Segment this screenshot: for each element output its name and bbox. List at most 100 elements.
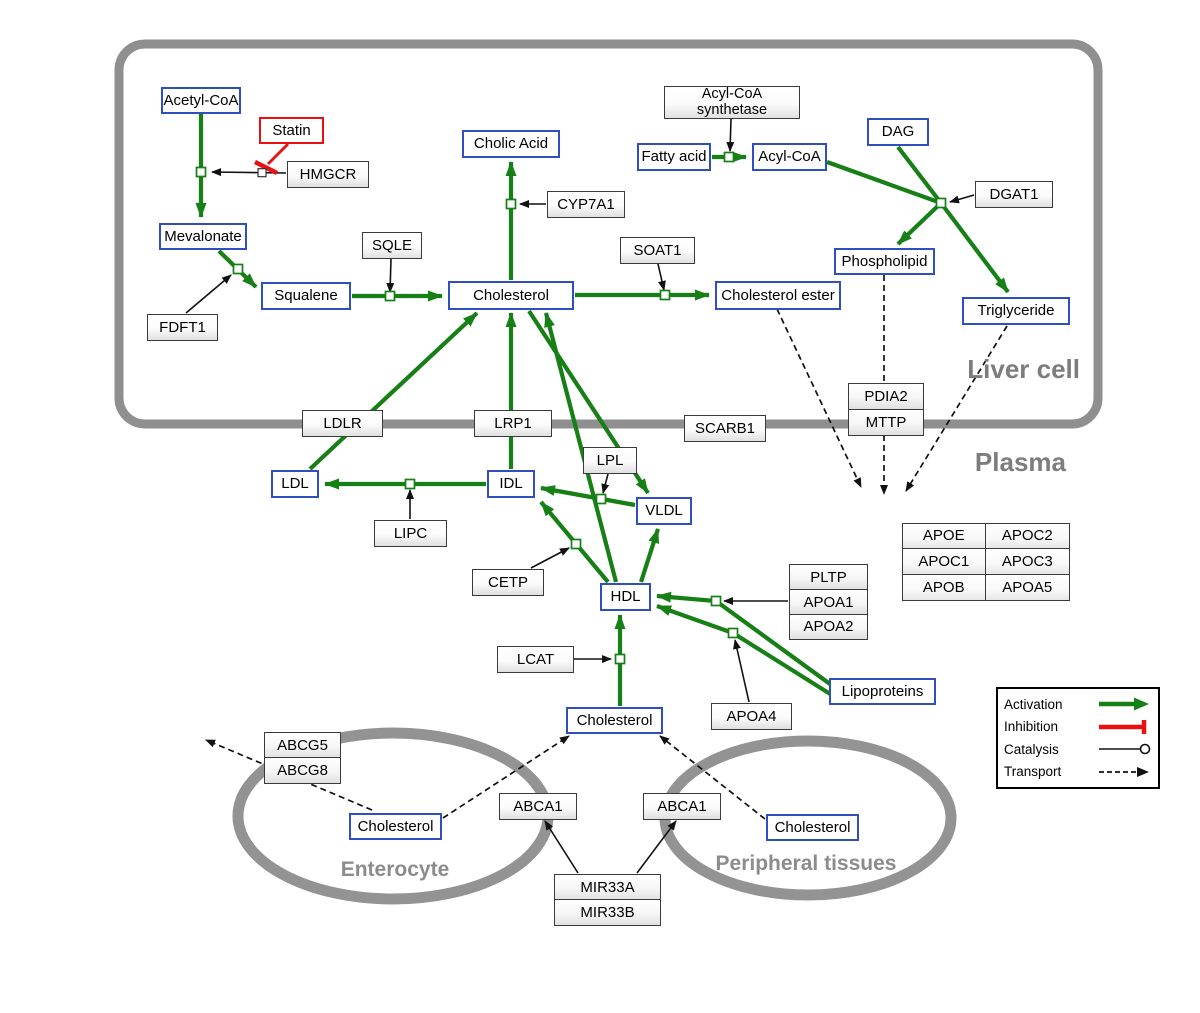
node-label: Squalene [274,287,338,305]
legend-transport-label: Transport [1004,764,1062,780]
node-mir33a[interactable]: MIR33A [554,874,661,901]
node-label: ABCA1 [657,797,707,815]
node-label: Cholic Acid [473,135,549,153]
node-label: HDL [610,588,641,606]
node-fdft1[interactable]: FDFT1 [147,314,218,341]
node-lcat[interactable]: LCAT [497,646,574,673]
legend: Activation Inhibition Catalysis Transpor… [996,687,1160,789]
edge-lpl-catalysis [601,473,610,494]
node-squalene[interactable]: Squalene [261,282,351,310]
edge-mir33-abca1-right [636,820,677,874]
node-label: Fatty acid [641,148,707,166]
legend-inhibition-label: Inhibition [1004,719,1059,735]
node-scarb1[interactable]: SCARB1 [684,415,766,442]
statin-binding-node [257,168,267,178]
node-apob[interactable]: APOB [901,573,986,601]
node-label: LDL [281,475,309,493]
node-abca1-right[interactable]: ABCA1 [643,793,721,820]
node-acyl-coa[interactable]: Acyl-CoA [752,143,827,171]
node-dag[interactable]: DAG [867,118,929,146]
node-lipc[interactable]: LIPC [374,520,447,547]
node-ldlr[interactable]: LDLR [302,410,383,437]
node-lpl[interactable]: LPL [583,447,637,474]
node-cyp7a1[interactable]: CYP7A1 [547,191,625,218]
node-label: LPL [596,451,624,469]
node-label: APOA4 [726,707,777,725]
node-dgat1[interactable]: DGAT1 [975,181,1053,208]
node-mttp[interactable]: MTTP [848,408,924,437]
node-sqle[interactable]: SQLE [362,232,422,259]
node-abcg5[interactable]: ABCG5 [264,732,341,759]
node-hmgcr[interactable]: HMGCR [287,161,369,188]
legend-row-activation: Activation [1004,694,1152,714]
node-label: DGAT1 [989,185,1039,203]
node-apoa4[interactable]: APOA4 [711,703,792,730]
node-abca1-left[interactable]: ABCA1 [499,793,577,820]
node-cholesterol-plasma[interactable]: Cholesterol [566,707,663,734]
liver-cell-label: Liver cell [967,354,1080,384]
node-apoc1[interactable]: APOC1 [901,548,986,575]
node-label: LCAT [516,650,555,668]
node-abcg8[interactable]: ABCG8 [264,757,341,785]
node-label: DAG [881,123,915,141]
legend-activation-label: Activation [1004,696,1063,712]
node-soat1[interactable]: SOAT1 [620,237,695,264]
node-label: SCARB1 [694,419,756,437]
node-apoa2[interactable]: APOA2 [789,613,868,641]
node-label: LDLR [323,414,362,432]
node-statin[interactable]: Statin [259,117,324,144]
edge-apoa4-catalysis [733,639,750,703]
node-label: Triglyceride [977,302,1055,320]
node-triglyceride[interactable]: Triglyceride [962,297,1070,325]
node-lrp1[interactable]: LRP1 [474,410,552,437]
node-phospholipid[interactable]: Phospholipid [834,248,935,275]
edge-dag-dgat-node [896,145,943,205]
node-cholic-acid[interactable]: Cholic Acid [462,130,560,158]
edge-cholesterolester-plasma [776,308,862,488]
node-label: HMGCR [299,165,357,183]
stack-pltp-apoa1-apoa2: PLTP APOA1 APOA2 [789,564,868,641]
node-cholesterol-liver[interactable]: Cholesterol [448,281,574,310]
node-ldl[interactable]: LDL [271,470,319,498]
node-apoe[interactable]: APOE [901,522,986,550]
node-apoa1[interactable]: APOA1 [789,588,868,616]
legend-row-transport: Transport [1004,762,1152,782]
node-pltp[interactable]: PLTP [789,564,868,591]
node-label: LIPC [393,524,428,542]
edge-dgatnode-triglyceride [939,201,1010,294]
node-apoc2[interactable]: APOC2 [985,522,1070,550]
node-apoa5[interactable]: APOA5 [985,573,1070,601]
node-apoc3[interactable]: APOC3 [985,548,1070,575]
node-label: IDL [499,475,523,493]
edge-fdft1-catalysis [185,274,232,314]
node-label: Mevalonate [164,227,242,245]
peripheral-tissues-label: Peripheral tissues [716,852,897,875]
catalysis-edges [185,118,975,874]
edge-mir33-abca1-left [544,820,579,874]
transport-edges [205,275,1008,820]
node-cetp[interactable]: CETP [472,569,544,596]
node-vldl[interactable]: VLDL [636,497,692,525]
edge-peripheral-cholesterol-plasma [659,735,766,820]
apolipoprotein-table: APOE APOC2 APOC1 APOC3 APOB APOA5 [901,522,1070,601]
node-lipoproteins[interactable]: Lipoproteins [829,678,936,705]
node-fatty-acid[interactable]: Fatty acid [637,143,711,171]
node-mir33b[interactable]: MIR33B [554,899,661,927]
plasma-label: Plasma [975,447,1067,477]
node-cholesterol-enterocyte[interactable]: Cholesterol [349,813,442,840]
node-hdl[interactable]: HDL [600,583,651,611]
node-idl[interactable]: IDL [487,470,535,498]
node-mevalonate[interactable]: Mevalonate [159,223,247,250]
node-label: SQLE [371,236,413,254]
node-acetyl-coa[interactable]: Acetyl-CoA [161,87,241,114]
node-pdia2[interactable]: PDIA2 [848,383,924,411]
edge-sqle-catalysis [386,258,395,293]
node-label: FDFT1 [159,318,206,336]
node-label: CYP7A1 [557,195,615,213]
node-cholesterol-peripheral[interactable]: Cholesterol [766,814,859,841]
node-label: CETP [487,573,528,591]
reaction-nodes [195,151,947,665]
node-cholesterol-ester[interactable]: Cholesterol ester [715,281,841,310]
